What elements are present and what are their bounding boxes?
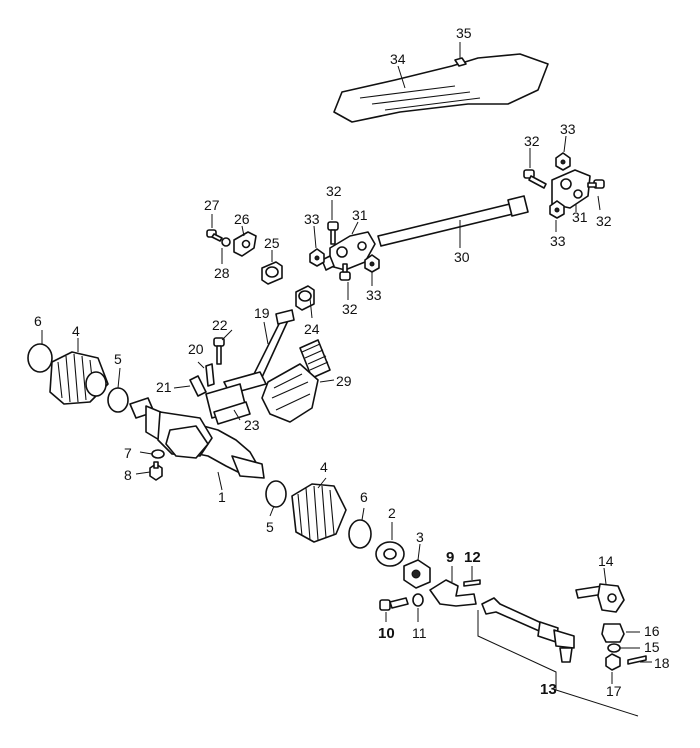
part-16-boot <box>601 623 625 643</box>
part-27-screw <box>206 229 223 242</box>
part-labels: 35 34 32 33 31 32 33 30 32 33 31 32 33 2… <box>34 25 670 699</box>
part-23-housing-cap <box>205 383 251 425</box>
part-25-bushing <box>261 261 283 285</box>
part-29-boot <box>261 339 331 423</box>
label-27: 27 <box>204 197 220 213</box>
part-24-bushing <box>295 285 315 311</box>
label-32-a: 32 <box>524 133 540 149</box>
part-30-linkage-rod <box>377 195 529 247</box>
label-8: 8 <box>124 467 132 483</box>
label-30: 30 <box>454 249 470 265</box>
label-23: 23 <box>244 417 260 433</box>
part-31-joint-left <box>321 231 376 271</box>
leader-lines <box>41 135 652 684</box>
part-33-nut-b <box>364 254 380 273</box>
part-32-bolt-a <box>327 221 339 245</box>
label-5-a: 5 <box>114 351 122 367</box>
label-19: 19 <box>254 305 270 321</box>
label-18: 18 <box>654 655 670 671</box>
part-33-nut-a <box>309 248 325 267</box>
label-34: 34 <box>390 51 406 67</box>
part-2-washer <box>375 541 405 567</box>
part-34-cover-plate <box>333 53 549 123</box>
label-26: 26 <box>234 211 250 227</box>
label-4-a: 4 <box>72 323 80 339</box>
label-4-b: 4 <box>320 459 328 475</box>
part-26-clamp <box>233 231 257 257</box>
label-31-b: 31 <box>572 209 588 225</box>
part-10-bolt <box>379 597 409 611</box>
label-24: 24 <box>304 321 320 337</box>
part-12-pin <box>463 579 481 587</box>
part-14-ball-joint <box>575 583 625 613</box>
part-6-ring-left <box>27 343 53 373</box>
label-9: 9 <box>446 549 454 566</box>
label-7: 7 <box>124 445 132 461</box>
label-33-c: 33 <box>304 211 320 227</box>
label-25: 25 <box>264 235 280 251</box>
label-32-c: 32 <box>326 183 342 199</box>
label-33-d: 33 <box>366 287 382 303</box>
label-14: 14 <box>598 553 614 569</box>
part-22-bolt <box>213 337 225 365</box>
label-32-b: 32 <box>596 213 612 229</box>
label-22: 22 <box>212 317 228 333</box>
label-29: 29 <box>336 373 352 389</box>
label-15: 15 <box>644 639 660 655</box>
part-15-washer <box>607 643 621 653</box>
label-28: 28 <box>214 265 230 281</box>
label-2: 2 <box>388 505 396 521</box>
part-21-sleeve <box>189 375 207 397</box>
part-1-rack-housing <box>129 397 265 479</box>
label-17: 17 <box>606 683 622 699</box>
part-13-tie-rod <box>481 597 575 663</box>
label-6-b: 6 <box>360 489 368 505</box>
label-31-a: 31 <box>352 207 368 223</box>
part-6-ring-right <box>348 519 372 549</box>
part-4-gaiter-left <box>49 351 109 405</box>
label-21: 21 <box>156 379 172 395</box>
part-7-clip <box>151 449 165 459</box>
label-6-a: 6 <box>34 313 42 329</box>
label-13: 13 <box>540 681 557 698</box>
part-8-bolt <box>149 461 163 481</box>
part-5-ring-left <box>107 387 129 413</box>
part-32-bolt-c <box>523 169 547 189</box>
part-11-washer <box>412 593 424 607</box>
part-32-bolt-b <box>339 263 351 281</box>
label-20: 20 <box>188 341 204 357</box>
label-10: 10 <box>378 625 395 642</box>
label-1: 1 <box>218 489 226 505</box>
part-33-nut-c <box>555 152 571 171</box>
label-33-a: 33 <box>560 121 576 137</box>
label-5-b: 5 <box>266 519 274 535</box>
part-17-nut <box>605 653 621 671</box>
part-20-pin <box>205 363 215 387</box>
part-33-nut-d <box>549 200 565 219</box>
part-32-bolt-d <box>587 179 605 189</box>
part-4-gaiter-right <box>291 483 347 543</box>
label-35: 35 <box>456 25 472 41</box>
label-32-d: 32 <box>342 301 358 317</box>
label-11: 11 <box>412 625 427 641</box>
part-18-cotter-pin <box>627 655 647 665</box>
part-28-washer <box>221 237 231 247</box>
part-35-clip <box>454 57 467 67</box>
label-12: 12 <box>464 549 481 566</box>
part-5-ring-right <box>265 480 287 508</box>
part-9-tie-rod-end <box>429 579 477 607</box>
part-3-nut <box>403 559 431 589</box>
label-16: 16 <box>644 623 660 639</box>
label-3: 3 <box>416 529 424 545</box>
label-33-b: 33 <box>550 233 566 249</box>
